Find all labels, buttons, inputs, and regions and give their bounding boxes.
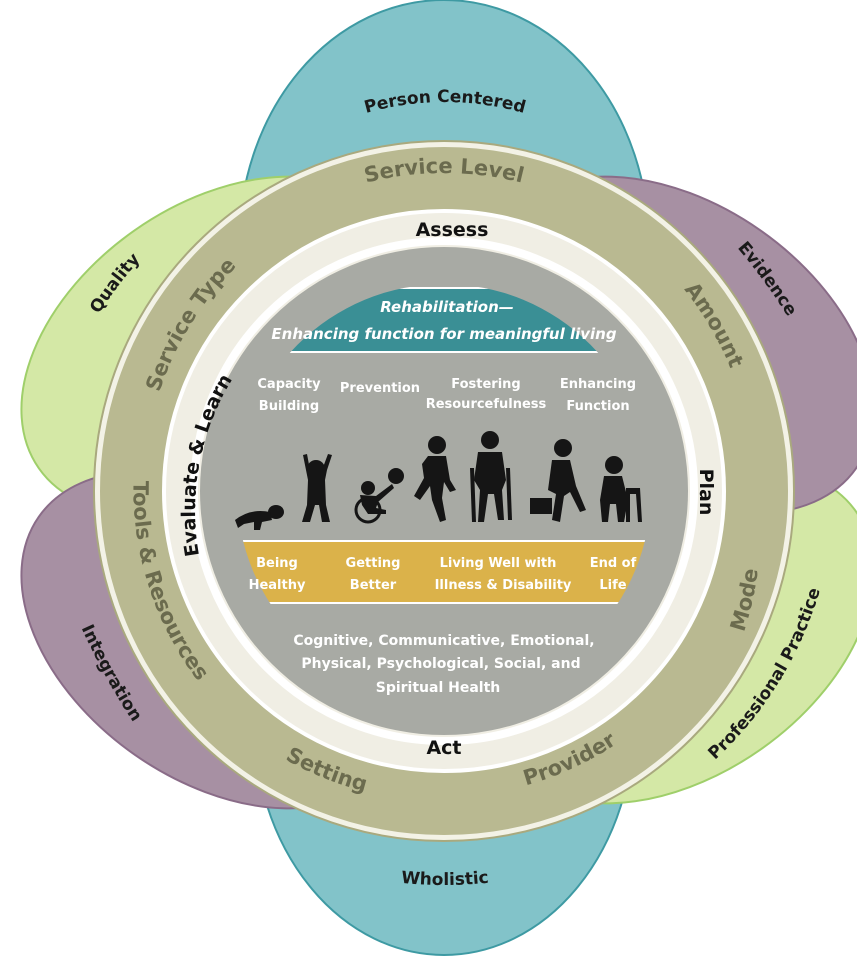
banner-title: Rehabilitation— bbox=[380, 298, 514, 316]
inner-label-plan: Plan bbox=[695, 469, 717, 516]
child-arms-up-icon bbox=[302, 454, 332, 522]
health-dimensions-line2: Physical, Psychological, Social, and bbox=[301, 656, 580, 672]
inner-label-assess: Assess bbox=[416, 219, 489, 241]
category-enhancing-function-line2: Function bbox=[566, 399, 629, 414]
crawling-baby-icon bbox=[235, 505, 284, 530]
stage-being-healthy-line1: Being bbox=[256, 556, 298, 571]
stage-end-of-life-line1: End of bbox=[590, 556, 637, 571]
stage-getting-better-line1: Getting bbox=[346, 556, 401, 571]
category-capacity-building-line1: Capacity bbox=[257, 377, 321, 392]
category-fostering-line1: Fostering bbox=[451, 377, 520, 392]
category-prevention: Prevention bbox=[340, 381, 420, 396]
wheelchair-child-icon bbox=[354, 468, 404, 524]
person-with-crutches-icon bbox=[470, 431, 512, 522]
health-dimensions-line1: Cognitive, Communicative, Emotional, bbox=[293, 633, 594, 649]
stage-getting-better-line2: Better bbox=[350, 578, 397, 593]
life-stage-band bbox=[237, 541, 651, 603]
banner-subtitle: Enhancing function for meaningful living bbox=[271, 325, 616, 343]
center-border bbox=[190, 237, 698, 745]
inner-label-act: Act bbox=[426, 737, 461, 759]
stage-living-well-line1: Living Well with bbox=[440, 556, 557, 571]
elderly-walker-icon bbox=[600, 456, 642, 522]
category-capacity-building-line2: Building bbox=[259, 399, 319, 414]
health-dimensions-line3: Spiritual Health bbox=[376, 680, 501, 696]
center-disc bbox=[200, 247, 688, 735]
walking-businessperson-icon bbox=[530, 439, 586, 522]
category-enhancing-function-line1: Enhancing bbox=[560, 377, 636, 392]
running-person-icon bbox=[414, 436, 456, 522]
petal-label-bottom: Wholistic bbox=[400, 868, 489, 890]
category-fostering-line2: Resourcefulness bbox=[426, 397, 547, 412]
stage-being-healthy-line2: Healthy bbox=[249, 578, 306, 593]
stage-living-well-line2: Illness & Disability bbox=[435, 578, 572, 593]
stage-end-of-life-line2: Life bbox=[599, 578, 626, 593]
outer-ring-edge bbox=[93, 140, 795, 842]
